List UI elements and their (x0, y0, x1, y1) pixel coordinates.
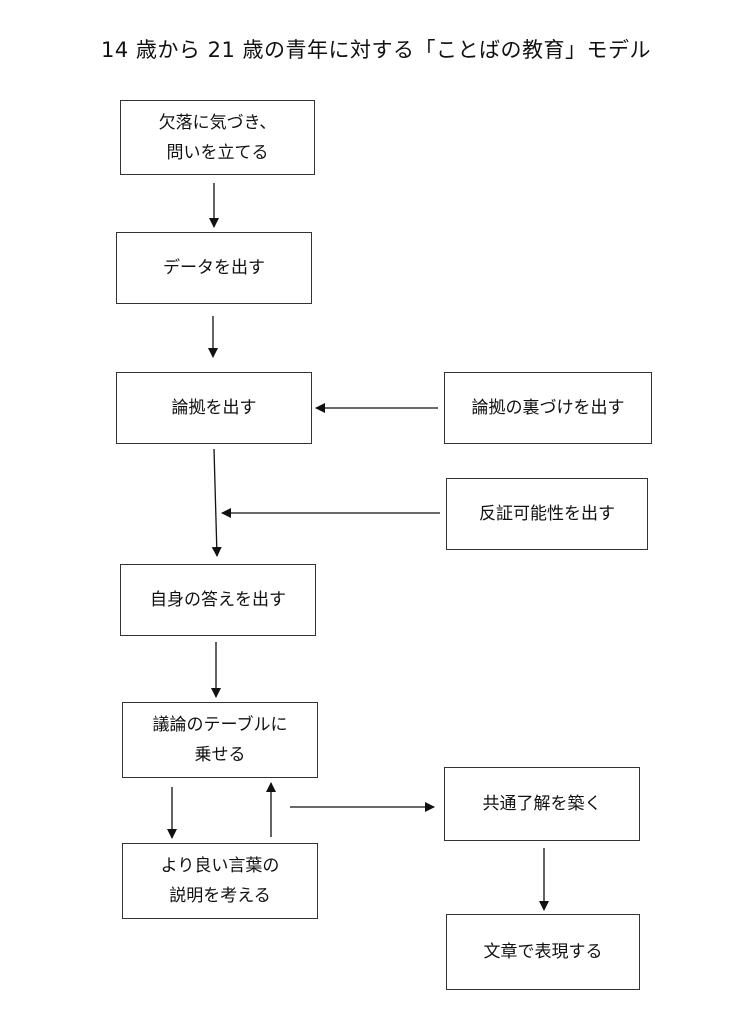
diagram-title: 14 歳から 21 歳の青年に対する「ことばの教育」モデル (101, 38, 651, 62)
node-write: 文章で表現する (446, 914, 640, 990)
node-data: データを出す (116, 232, 312, 304)
node-discussion: 議論のテーブルに 乗せる (122, 702, 318, 778)
arrow-warrant-to-answer (211, 448, 222, 557)
node-backing: 論拠の裏づけを出す (444, 372, 652, 444)
node-better-words: より良い言葉の 説明を考える (122, 843, 318, 919)
node-common-understanding: 共通了解を築く (444, 767, 640, 841)
node-warrant: 論拠を出す (116, 372, 312, 444)
node-notice: 欠落に気づき、 問いを立てる (120, 100, 315, 175)
node-rebuttal: 反証可能性を出す (446, 478, 648, 550)
node-answer: 自身の答えを出す (120, 564, 316, 636)
